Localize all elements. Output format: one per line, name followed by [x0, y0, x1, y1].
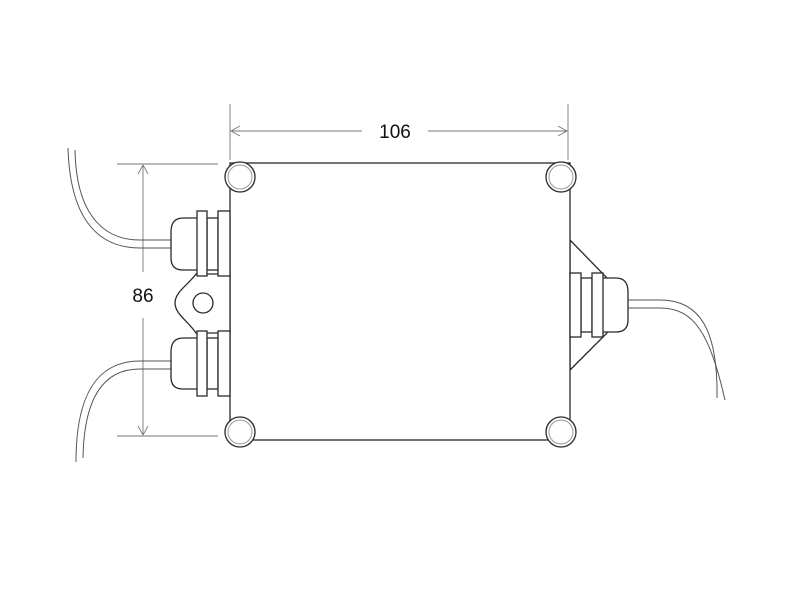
corner-screw-top-left [224, 161, 256, 193]
corner-screw-bottom-right [545, 416, 577, 448]
cable-gland-upper-left [170, 210, 231, 277]
arrowhead-icon [230, 125, 568, 137]
cable-right [628, 299, 726, 401]
cable-gland-right [569, 272, 629, 338]
mounting-hole [192, 292, 214, 314]
height-dimension: 86 [117, 163, 218, 437]
mounting-lug [174, 273, 231, 334]
height-label: 86 [132, 286, 153, 307]
cable-upper-left [67, 147, 171, 249]
cable-lower-left [75, 360, 171, 463]
width-dimension: 106 [229, 104, 569, 160]
corner-screw-bottom-left [224, 416, 256, 448]
width-label: 106 [379, 122, 411, 143]
arrowhead-icon [137, 164, 149, 436]
corner-screw-top-right [545, 161, 577, 193]
enclosure-body [229, 162, 571, 441]
cable-gland-lower-left [170, 330, 231, 397]
